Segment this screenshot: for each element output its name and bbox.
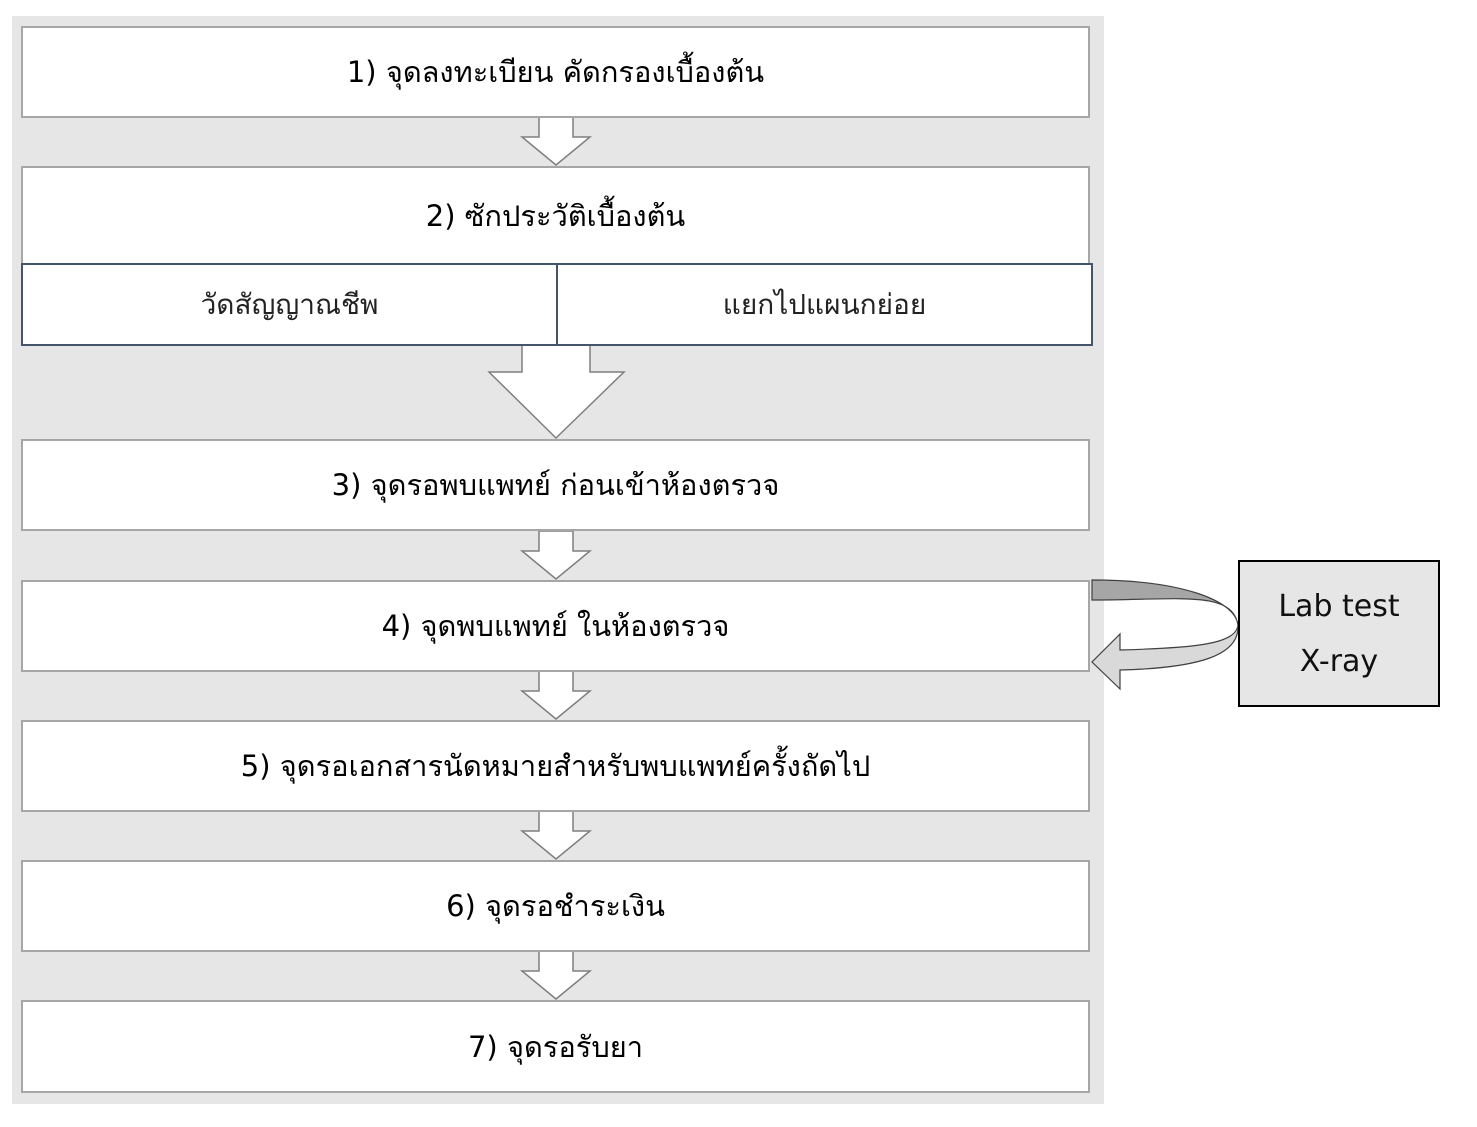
step-1-box: 1) จุดลงทะเบียน คัดกรองเบื้องต้น bbox=[21, 26, 1090, 118]
arrow-down-5 bbox=[519, 810, 593, 860]
arrow-down-2 bbox=[487, 344, 626, 440]
lab-test-label: Lab test bbox=[1278, 588, 1400, 624]
department-routing-box: แยกไปแผนกย่อย bbox=[556, 263, 1093, 346]
step-6-label: 6) จุดรอชำระเงิน bbox=[446, 889, 665, 923]
step-7-box: 7) จุดรอรับยา bbox=[21, 1000, 1090, 1093]
curved-arrow-back bbox=[1091, 579, 1239, 626]
arrow-down-3 bbox=[519, 530, 593, 580]
arrow-down-1 bbox=[519, 116, 593, 166]
step-5-label: 5) จุดรอเอกสารนัดหมายสำหรับพบแพทย์ครั้งถ… bbox=[240, 749, 871, 783]
step-6-box: 6) จุดรอชำระเงิน bbox=[21, 860, 1090, 952]
arrow-down-6 bbox=[519, 950, 593, 1000]
step-3-box: 3) จุดรอพบแพทย์ ก่อนเข้าห้องตรวจ bbox=[21, 439, 1090, 531]
arrow-down-4 bbox=[519, 670, 593, 720]
step-2-label: 2) ซักประวัติเบื้องต้น bbox=[425, 199, 686, 233]
step-7-label: 7) จุดรอรับยา bbox=[467, 1029, 644, 1064]
vital-signs-label: วัดสัญญาณชีพ bbox=[200, 287, 379, 321]
step-1-label: 1) จุดลงทะเบียน คัดกรองเบื้องต้น bbox=[346, 55, 765, 89]
step-3-label: 3) จุดรอพบแพทย์ ก่อนเข้าห้องตรวจ bbox=[331, 468, 780, 502]
lab-xray-box: Lab test X-ray bbox=[1238, 560, 1440, 707]
step-4-box: 4) จุดพบแพทย์ ในห้องตรวจ bbox=[21, 580, 1090, 672]
department-routing-label: แยกไปแผนกย่อย bbox=[722, 287, 927, 321]
curved-arrow-head-icon bbox=[1091, 624, 1239, 691]
xray-label: X-ray bbox=[1299, 643, 1379, 679]
step-4-label: 4) จุดพบแพทย์ ในห้องตรวจ bbox=[381, 609, 730, 643]
step-5-box: 5) จุดรอเอกสารนัดหมายสำหรับพบแพทย์ครั้งถ… bbox=[21, 720, 1090, 812]
vital-signs-box: วัดสัญญาณชีพ bbox=[21, 263, 558, 346]
step-2-box: 2) ซักประวัติเบื้องต้น bbox=[21, 166, 1090, 264]
